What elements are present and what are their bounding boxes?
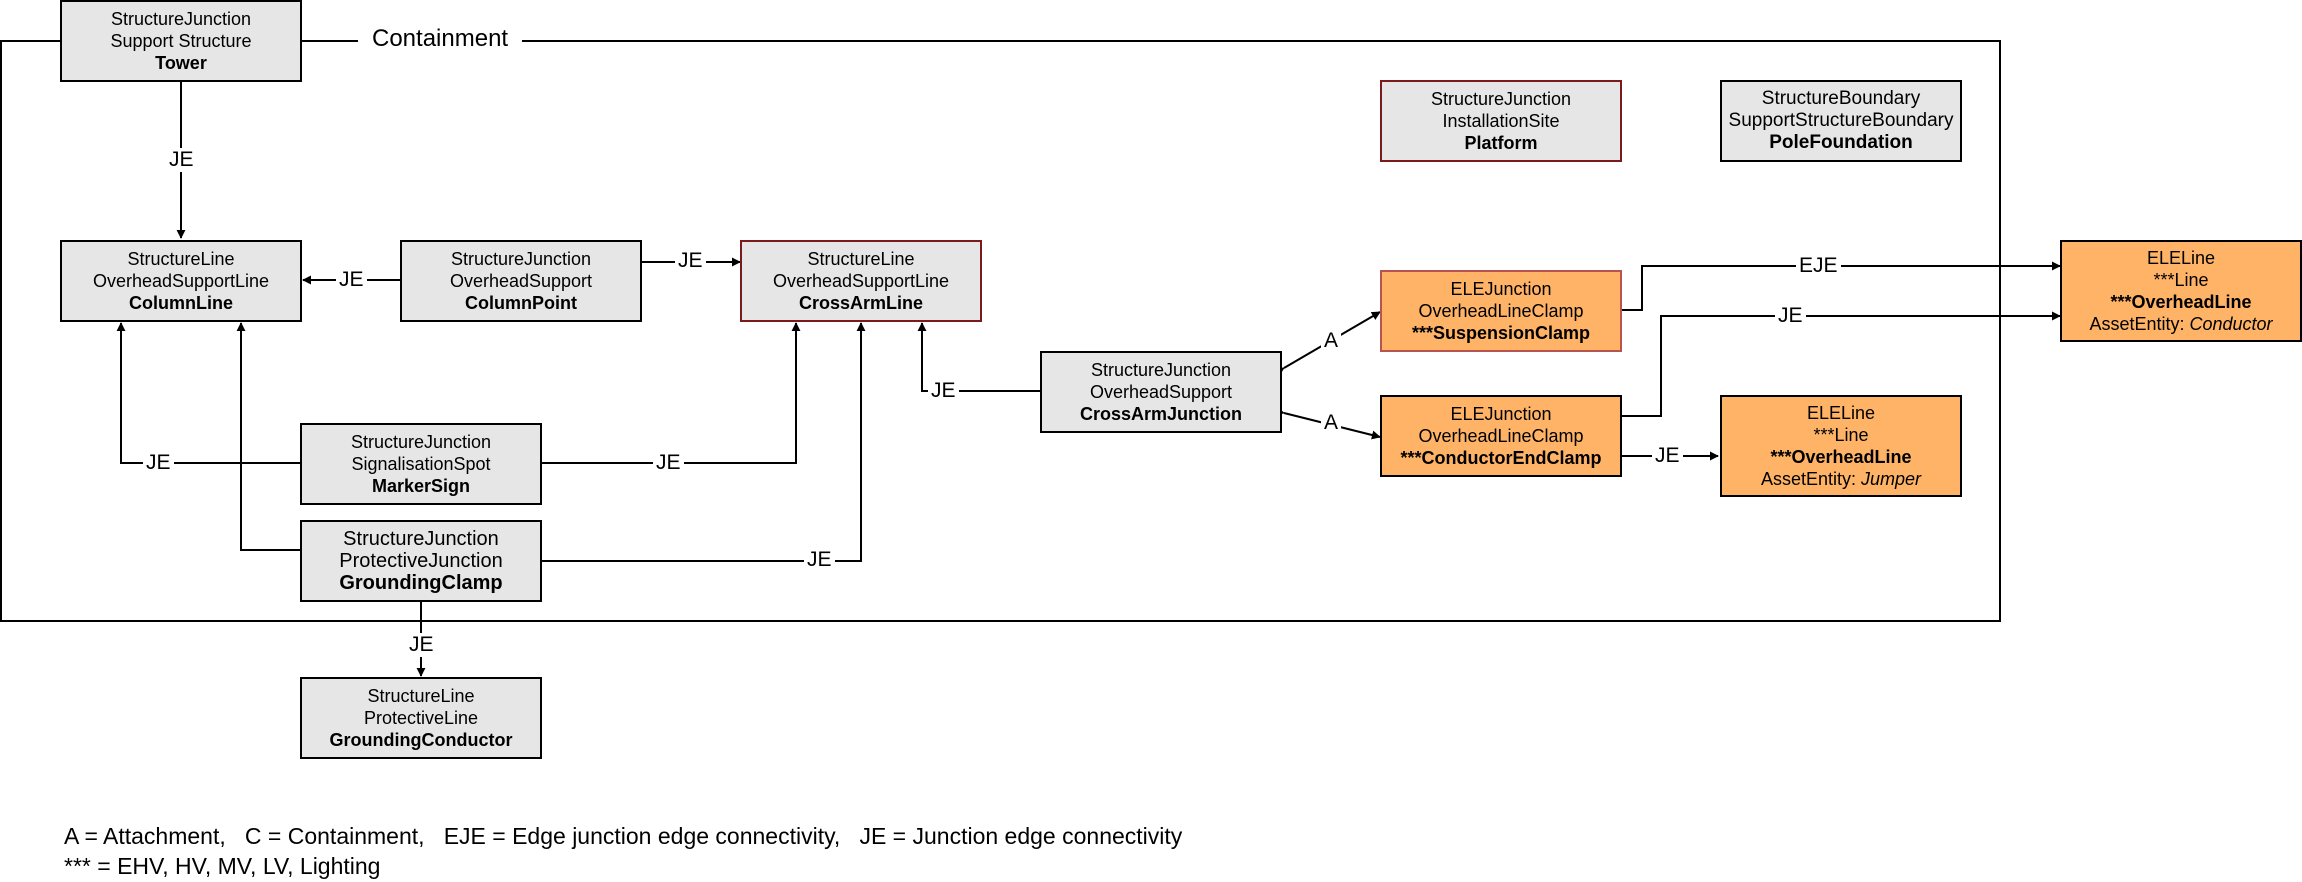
node-columnpoint[interactable]: StructureJunction OverheadSupport Column…	[400, 240, 642, 322]
node-conductor-assetentity-label: AssetEntity:	[2089, 314, 2190, 334]
node-suspensionclamp-type: ***SuspensionClamp	[1411, 323, 1591, 343]
edge-label-conductorendclamp-jumper: JE	[1652, 444, 1683, 468]
node-columnline-type: ColumnLine	[129, 293, 233, 313]
node-jumper-assetentity-value: Jumper	[1861, 469, 1922, 489]
node-conductor-assetentity: AssetEntity: Conductor	[2089, 313, 2272, 335]
edge-suspensionclamp-conductor	[1622, 261, 2061, 311]
node-suspensionclamp-class: ELEJunction	[1450, 279, 1552, 299]
edge-markersign-columnline	[116, 322, 301, 464]
node-columnpoint-class: StructureJunction	[450, 249, 592, 269]
node-jumper[interactable]: ELELine ***Line ***OverheadLine AssetEnt…	[1720, 395, 1962, 497]
edge-label-conductorendclamp-conductor: JE	[1775, 304, 1806, 328]
edge-label-crossarmjunction-conductorendclamp: A	[1321, 411, 1342, 435]
edge-label-columnpoint-crossarmline: JE	[675, 249, 706, 273]
node-platform-type: Platform	[1464, 133, 1538, 153]
node-groundingconductor-class: StructureLine	[367, 686, 475, 706]
node-groundingclamp-group: ProtectiveJunction	[339, 550, 503, 572]
node-crossarmjunction[interactable]: StructureJunction OverheadSupport CrossA…	[1040, 351, 1282, 433]
node-crossarmline-type: CrossArmLine	[798, 293, 924, 313]
node-tower-group: Support Structure	[110, 31, 252, 51]
node-polefoundation-group: SupportStructureBoundary	[1728, 110, 1954, 131]
edge-label-columnpoint-columnline: JE	[336, 268, 367, 292]
node-conductorendclamp[interactable]: ELEJunction OverheadLineClamp ***Conduct…	[1380, 395, 1622, 477]
node-groundingconductor-type: GroundingConductor	[329, 730, 513, 750]
node-crossarmline-class: StructureLine	[807, 249, 915, 269]
node-groundingclamp[interactable]: StructureJunction ProtectiveJunction Gro…	[300, 520, 542, 602]
edge-label-crossarmjunction-crossarmline: JE	[928, 379, 959, 403]
node-groundingclamp-class: StructureJunction	[343, 528, 499, 550]
node-conductor-group: ***Line	[2153, 270, 2209, 290]
node-groundingclamp-type: GroundingClamp	[339, 572, 503, 594]
edge-crossarmjunction-crossarmline	[917, 322, 1040, 392]
node-suspensionclamp[interactable]: ELEJunction OverheadLineClamp ***Suspens…	[1380, 270, 1622, 352]
node-crossarmjunction-class: StructureJunction	[1090, 360, 1232, 380]
legend-line-2: *** = EHV, HV, MV, LV, Lighting	[64, 853, 381, 879]
node-groundingconductor-group: ProtectiveLine	[363, 708, 479, 728]
node-columnline[interactable]: StructureLine OverheadSupportLine Column…	[60, 240, 302, 322]
node-markersign-class: StructureJunction	[350, 432, 492, 452]
node-columnline-group: OverheadSupportLine	[92, 271, 270, 291]
node-polefoundation-class: StructureBoundary	[1761, 88, 1921, 109]
containment-label: Containment	[358, 25, 523, 53]
edge-label-markersign-columnline: JE	[143, 451, 174, 475]
edge-label-crossarmjunction-suspensionclamp: A	[1321, 329, 1342, 353]
containment-frame	[0, 40, 2001, 622]
node-conductor[interactable]: ELELine ***Line ***OverheadLine AssetEnt…	[2060, 240, 2302, 342]
node-columnpoint-type: ColumnPoint	[465, 293, 577, 313]
node-conductorendclamp-type: ***ConductorEndClamp	[1400, 448, 1602, 468]
node-conductor-assetentity-value: Conductor	[2189, 314, 2273, 334]
edge-conductorendclamp-conductor	[1622, 311, 2061, 417]
node-jumper-type: ***OverheadLine	[1770, 447, 1912, 467]
node-tower-type: Tower	[155, 53, 207, 73]
node-tower[interactable]: StructureJunction Support Structure Towe…	[60, 0, 302, 82]
node-platform[interactable]: StructureJunction InstallationSite Platf…	[1380, 80, 1622, 162]
node-crossarmjunction-group: OverheadSupport	[1089, 382, 1233, 402]
node-tower-class: StructureJunction	[110, 9, 252, 29]
edge-label-groundingclamp-crossarmline: JE	[804, 548, 835, 572]
node-jumper-group: ***Line	[1813, 425, 1869, 445]
node-conductor-class: ELELine	[2146, 248, 2216, 268]
node-polefoundation-type: PoleFoundation	[1769, 132, 1913, 153]
node-groundingconductor[interactable]: StructureLine ProtectiveLine GroundingCo…	[300, 677, 542, 759]
node-markersign-type: MarkerSign	[371, 476, 471, 496]
node-jumper-class: ELELine	[1806, 403, 1876, 423]
node-conductorendclamp-group: OverheadLineClamp	[1418, 426, 1584, 446]
edge-markersign-crossarmline	[541, 322, 801, 464]
node-suspensionclamp-group: OverheadLineClamp	[1418, 301, 1584, 321]
node-conductor-type: ***OverheadLine	[2110, 292, 2252, 312]
edge-groundingclamp-crossarmline	[541, 322, 866, 562]
edge-label-markersign-crossarmline: JE	[653, 451, 684, 475]
node-columnpoint-group: OverheadSupport	[449, 271, 593, 291]
node-jumper-assetentity-label: AssetEntity:	[1760, 469, 1861, 489]
edge-label-groundingclamp-groundingconductor: JE	[406, 633, 437, 657]
node-conductorendclamp-class: ELEJunction	[1450, 404, 1552, 424]
node-crossarmjunction-type: CrossArmJunction	[1079, 404, 1243, 424]
edge-label-tower-columnline: JE	[166, 148, 197, 172]
node-jumper-assetentity: AssetEntity: Jumper	[1761, 468, 1921, 490]
edge-groundingclamp-columnline	[236, 322, 301, 551]
node-platform-class: StructureJunction	[1430, 89, 1572, 109]
edge-label-suspensionclamp-conductor: EJE	[1796, 254, 1841, 278]
node-crossarmline-group: OverheadSupportLine	[772, 271, 950, 291]
node-crossarmline[interactable]: StructureLine OverheadSupportLine CrossA…	[740, 240, 982, 322]
node-polefoundation[interactable]: StructureBoundary SupportStructureBounda…	[1720, 80, 1962, 162]
legend-line-1: A = Attachment, C = Containment, EJE = E…	[64, 823, 1183, 849]
node-columnline-class: StructureLine	[127, 249, 235, 269]
node-platform-group: InstallationSite	[1442, 111, 1560, 131]
node-markersign-group: SignalisationSpot	[351, 454, 491, 474]
node-markersign[interactable]: StructureJunction SignalisationSpot Mark…	[300, 423, 542, 505]
